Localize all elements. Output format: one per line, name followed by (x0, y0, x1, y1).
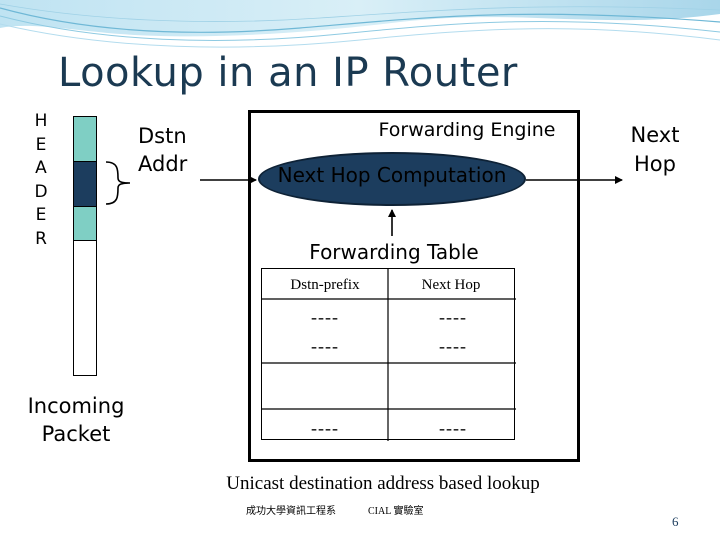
next-hop-label: Next Hop (614, 121, 696, 179)
header-letter: R (35, 228, 47, 249)
header-letter: E (35, 205, 47, 225)
forwarding-table (261, 268, 516, 441)
dstn-addr-line2: Addr (138, 152, 188, 176)
table-cell: ---- (311, 307, 339, 327)
incoming-packet-label: Incoming Packet (12, 392, 140, 448)
dstn-addr-label: Dstn Addr (138, 122, 208, 178)
incoming-packet-line1: Incoming (27, 394, 125, 418)
table-header-dstn-prefix: Dstn-prefix (290, 277, 360, 293)
packet-header-segment-top (74, 117, 96, 162)
header-letters: H E A D E R (30, 110, 52, 251)
packet-header-segment-bottom (74, 207, 96, 241)
page-number: 6 (672, 514, 679, 529)
next-hop-computation-label: Next Hop Computation (277, 163, 507, 187)
table-cell: ---- (311, 336, 339, 356)
decorative-wave-banner (0, 0, 720, 48)
incoming-packet-line2: Packet (41, 422, 111, 446)
forwarding-engine-label: Forwarding Engine (378, 119, 556, 141)
table-cell: ---- (439, 336, 467, 356)
footer-institution: 成功大學資訊工程系 (246, 506, 336, 517)
footer-lab: CIAL 實驗室 (368, 506, 424, 517)
slide-title: Lookup in an IP Router (58, 50, 518, 96)
next-hop-line1: Next (630, 123, 680, 147)
table-cell: ---- (439, 307, 467, 327)
header-letter: A (35, 158, 47, 178)
forwarding-table-grid (262, 269, 516, 441)
next-hop-computation-oval (258, 152, 526, 206)
bracket-icon (105, 161, 131, 205)
dstn-addr-line1: Dstn (138, 124, 187, 148)
header-letter: D (34, 181, 48, 202)
table-cell: ---- (439, 418, 467, 438)
header-letter: E (35, 134, 47, 155)
header-letter: H (34, 111, 48, 131)
next-hop-line2: Hop (634, 152, 676, 176)
table-header-next-hop: Next Hop (421, 277, 481, 293)
incoming-packet (73, 116, 97, 376)
packet-dstn-addr-segment (74, 162, 96, 207)
table-cell: ---- (311, 418, 339, 438)
forwarding-table-title: Forwarding Table (309, 240, 479, 264)
footer-caption: Unicast destination address based lookup (226, 473, 540, 494)
